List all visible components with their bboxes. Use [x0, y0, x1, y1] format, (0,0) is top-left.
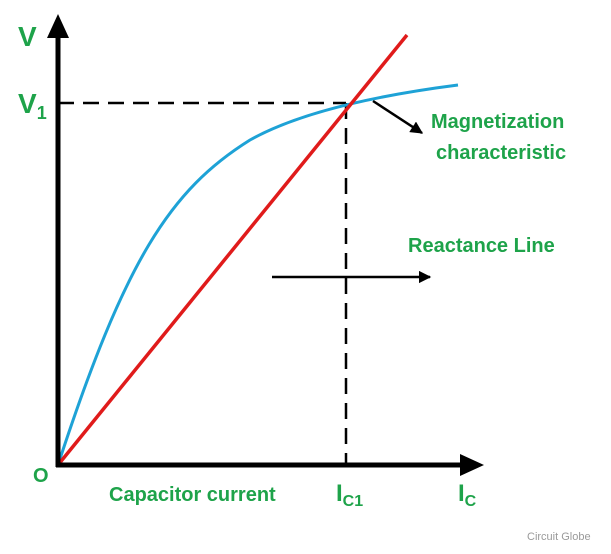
- v1-label: V1: [18, 88, 47, 123]
- magnetization-label-line2: characteristic: [436, 142, 566, 164]
- y-axis-label: V: [18, 21, 37, 52]
- x-axis-label: IC: [458, 480, 477, 510]
- reactance-line: [56, 33, 409, 467]
- x-axis-arrowhead: [460, 454, 484, 476]
- watermark: Circuit Globe: [527, 531, 591, 543]
- x-axis-caption: Capacitor current: [109, 484, 276, 506]
- y-axis-arrowhead: [47, 14, 69, 38]
- ic1-label: IC1: [336, 480, 363, 510]
- magnetization-curve: [56, 83, 459, 466]
- magnetization-label-line1: Magnetization: [431, 111, 564, 133]
- reactance-line-label: Reactance Line: [408, 235, 555, 257]
- magnetization-pointer-arrow: [372, 99, 424, 135]
- origin-label: O: [33, 465, 49, 487]
